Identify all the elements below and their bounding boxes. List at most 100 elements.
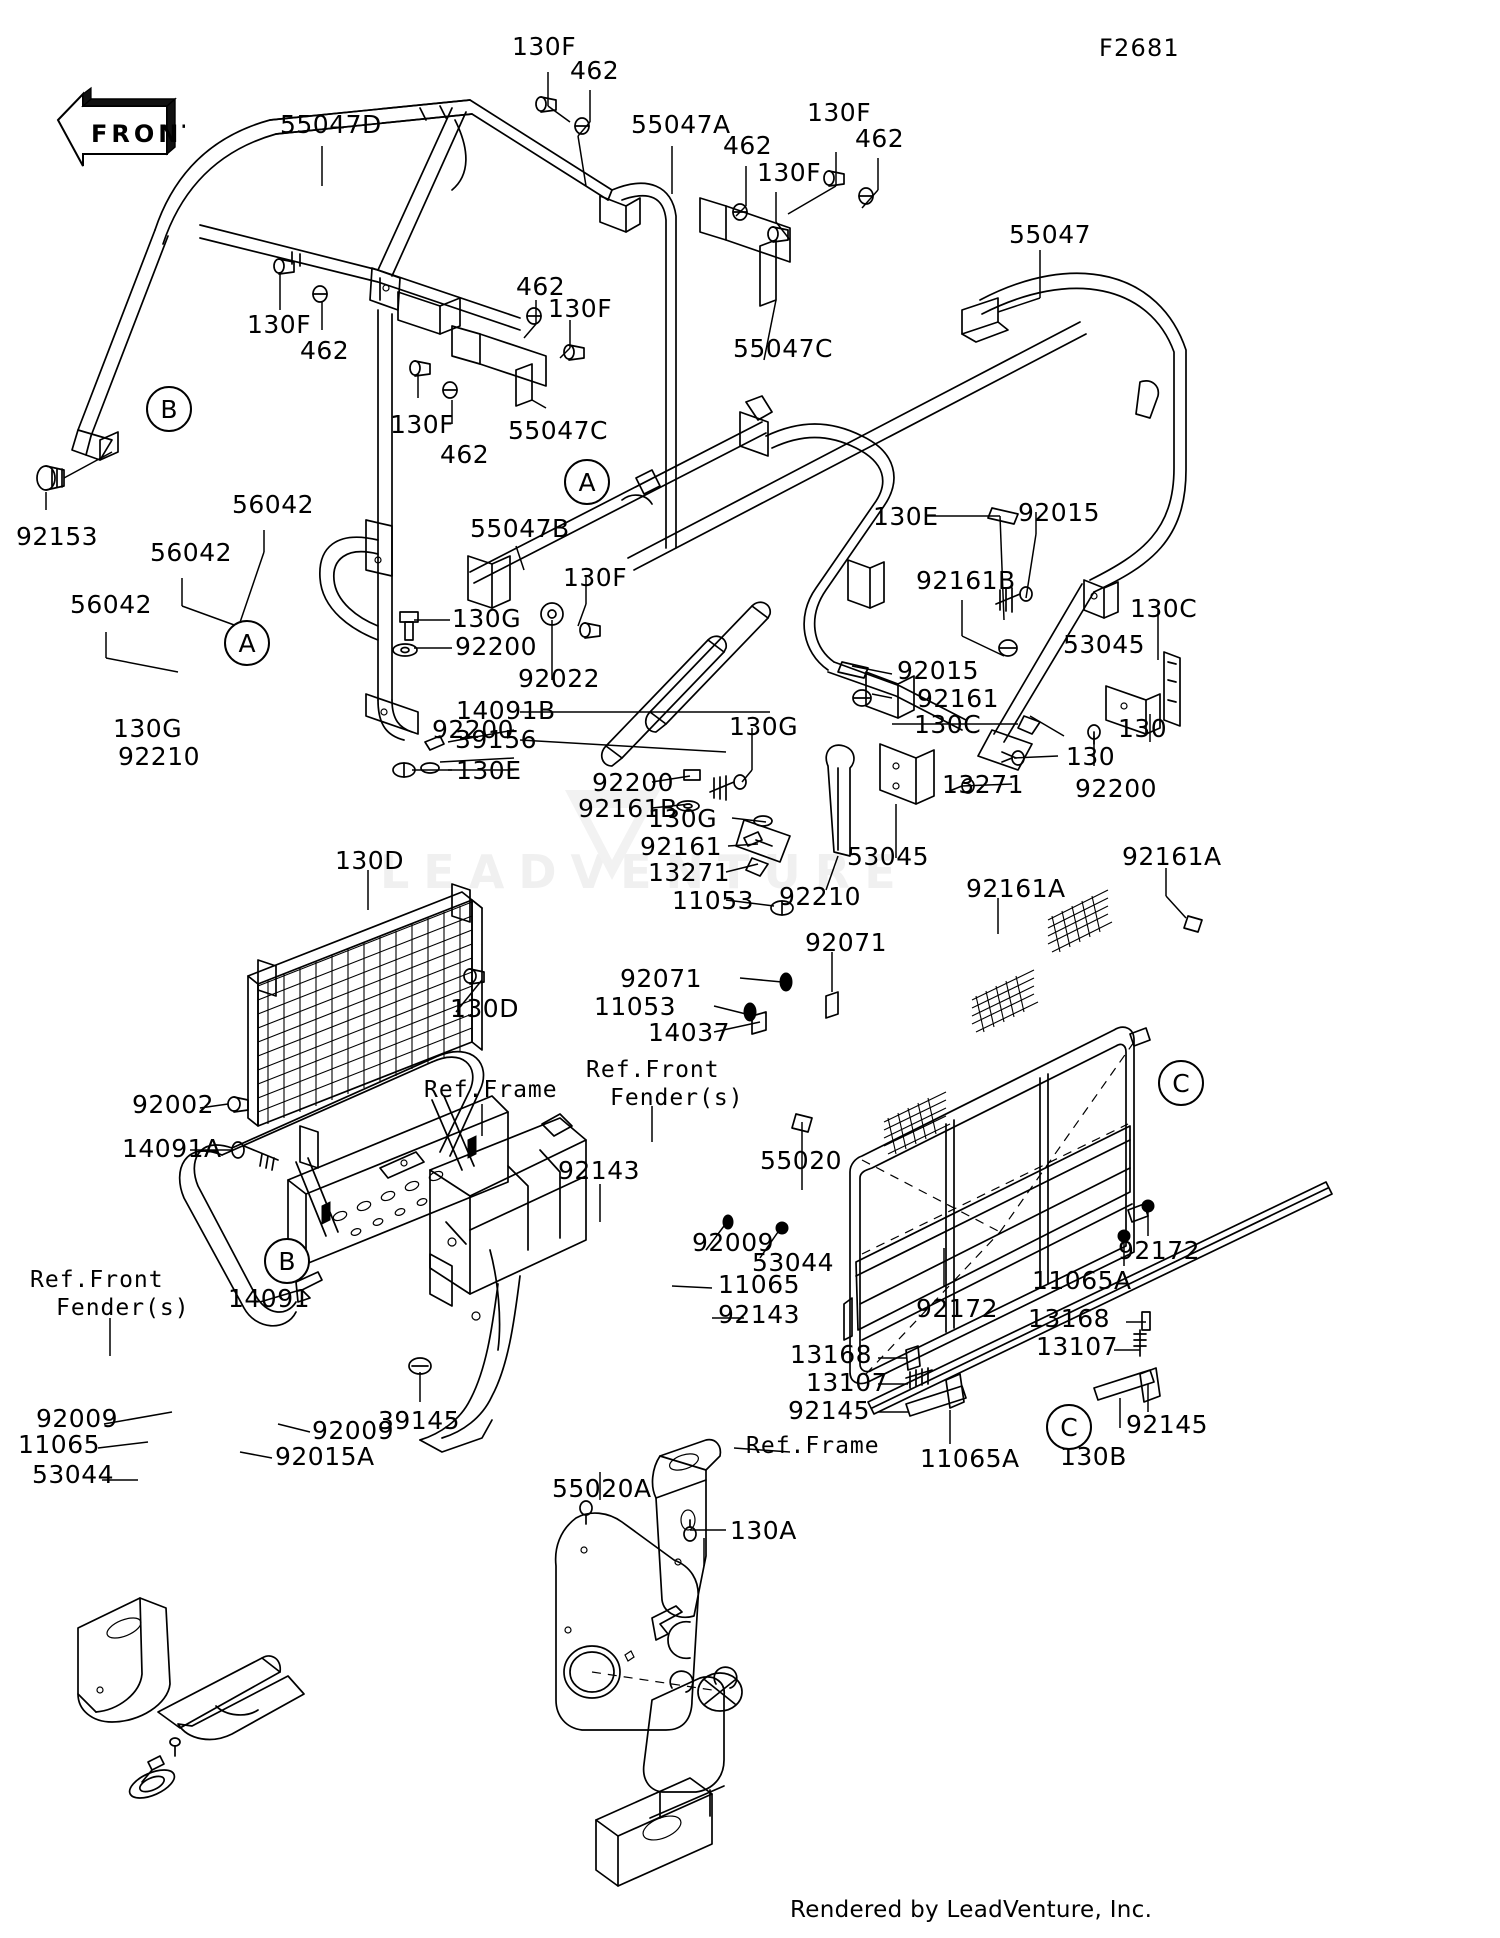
callout-92200-2: 92200 — [432, 715, 515, 744]
callout-92071-1: 92071 — [620, 964, 703, 993]
callout-462-1: 462 — [570, 56, 620, 85]
callout-55047C-1: 55047C — [733, 334, 833, 363]
callout-130C-2: 130 — [1066, 742, 1116, 771]
callout-130F-5: 130F — [548, 294, 613, 323]
callout-92210-1: 130E — [456, 756, 522, 785]
callout-92145-1: 11065A — [920, 1444, 1020, 1473]
callout-92200-3: 130G — [113, 714, 183, 743]
callout-13168-2: 13107 — [1036, 1332, 1119, 1361]
ref-note-front-fenders-center-line2: Fender(s) — [610, 1085, 744, 1111]
callout-130F-1: 130F — [512, 32, 577, 61]
callout-130E-1: 130G — [729, 712, 799, 741]
callout-13107-2: 92145 — [1126, 1410, 1209, 1439]
callout-130G-2: 92210 — [118, 742, 201, 771]
callout-130G-4: 92161 — [640, 832, 723, 861]
callout-11065-1: 92143 — [718, 1300, 801, 1329]
callout-92172-1: 92172 — [1118, 1236, 1201, 1265]
reference-bubble-b-lower: B — [264, 1238, 310, 1284]
callout-56042-2: 56042 — [150, 538, 233, 567]
callout-92210-2: 11053 — [672, 886, 755, 915]
callout-130G-3: 92200 — [592, 768, 675, 797]
ref-note-front-fenders-center-line1: Ref.Front — [586, 1057, 720, 1083]
callout-92015-1: 92161B — [916, 566, 1016, 595]
ref-note-frame-center: Ref.Frame — [424, 1077, 558, 1103]
callout-53045-1: 130C — [1130, 594, 1198, 623]
callout-55020A: 130A — [730, 1516, 797, 1545]
callout-92161A-2: 55020 — [760, 1146, 843, 1175]
callout-55047A: 55047A — [631, 110, 731, 139]
callout-13271-2: 53045 — [847, 842, 930, 871]
callout-55047C-2: 55047C — [508, 416, 608, 445]
callout-92161A-1: 92161A — [1122, 842, 1222, 871]
callout-462-6: 462 — [440, 440, 490, 469]
callout-92153: 92153 — [16, 522, 99, 551]
callout-55047D: 55047D — [280, 110, 382, 139]
callout-14091B: 14091B — [456, 696, 556, 725]
callout-130D-2: 92002 — [132, 1090, 215, 1119]
sheet-code: F2681 — [1099, 34, 1180, 62]
callout-92009-2: 11065 — [18, 1430, 101, 1459]
callout-462-2: 462 — [723, 131, 773, 160]
ref-note-front-fenders-left-line1: Ref.Front — [30, 1267, 164, 1293]
callout-92143-2: 92009 — [36, 1404, 119, 1433]
callout-11065-2: 53044 — [32, 1460, 115, 1489]
callout-462-3: 462 — [855, 124, 905, 153]
callout-92200-1: 92200 — [455, 632, 538, 661]
callout-92161-1: 130C — [914, 710, 982, 739]
callout-130F-6: 130F — [390, 410, 455, 439]
callout-130F-2: 130F — [757, 158, 822, 187]
callout-11065A-1: 13168 — [790, 1340, 873, 1369]
ref-note-frame-lower: Ref.Frame — [746, 1433, 880, 1459]
reference-bubble-b-upper: B — [146, 386, 192, 432]
callout-130F-7: 130F — [563, 563, 628, 592]
reference-bubble-c-upper: C — [1158, 1060, 1204, 1106]
callout-39156: 39156 — [455, 725, 538, 754]
callout-14091: 92009 — [312, 1416, 395, 1445]
callout-55020: 130D — [335, 846, 404, 875]
callout-39145: 92172 — [916, 1294, 999, 1323]
reference-bubble-a-center: A — [564, 459, 610, 505]
callout-130-1: 13271 — [942, 770, 1025, 799]
callout-56042-1: 56042 — [232, 490, 315, 519]
callout-13168-1: 13107 — [806, 1368, 889, 1397]
callout-92022: 92022 — [518, 664, 601, 693]
callout-130F-3: 130F — [807, 98, 872, 127]
callout-130B: 55020A — [552, 1474, 652, 1503]
callout-130F-4: 130F — [247, 310, 312, 339]
callout-53044-2: 14091 — [228, 1284, 311, 1313]
callout-14037: 92161A — [966, 874, 1066, 903]
reference-bubble-c-lower: C — [1046, 1404, 1092, 1450]
callout-92161B-2: 92015 — [897, 656, 980, 685]
callout-13271-1: 130 — [1118, 714, 1168, 743]
callout-53045-2: 92210 — [779, 882, 862, 911]
callout-92161B-1: 130E — [873, 502, 939, 531]
callout-92200-4: 92161B — [578, 794, 678, 823]
callout-92172-2: 11065A — [1032, 1266, 1132, 1295]
callout-14091A: 92143 — [558, 1156, 641, 1185]
callout-92009-3: 92015A — [275, 1442, 375, 1471]
ref-note-front-fenders-left-line2: Fender(s) — [56, 1295, 190, 1321]
callout-462-4: 462 — [300, 336, 350, 365]
callout-462-5: 462 — [516, 272, 566, 301]
callout-55047: 55047 — [1009, 220, 1092, 249]
callout-13107-1: 92145 — [788, 1396, 871, 1425]
callout-130-2: 92200 — [1075, 774, 1158, 803]
callout-92143-1: 92009 — [692, 1228, 775, 1257]
callout-130G-1: 130G — [452, 604, 522, 633]
callout-92002: 14091A — [122, 1134, 222, 1163]
callout-92009-1: 53044 — [752, 1248, 835, 1277]
callout-55047B: 55047B — [470, 514, 570, 543]
callout-92071-2: 11053 — [594, 992, 677, 1021]
callout-56042-3: 56042 — [70, 590, 153, 619]
front-direction-arrow-icon: FRONT — [56, 86, 185, 167]
callout-11053-1: 92071 — [805, 928, 888, 957]
callout-92015A: 39145 — [378, 1406, 461, 1435]
callout-11065A-2: 13168 — [1028, 1304, 1111, 1333]
callout-92200-5: 130G — [648, 804, 718, 833]
callout-11053-2: 14037 — [648, 1018, 731, 1047]
svg-text:FRONT: FRONT — [91, 120, 185, 148]
callout-92015-2: 92161 — [917, 684, 1000, 713]
callout-130D-1: 130D — [450, 994, 519, 1023]
